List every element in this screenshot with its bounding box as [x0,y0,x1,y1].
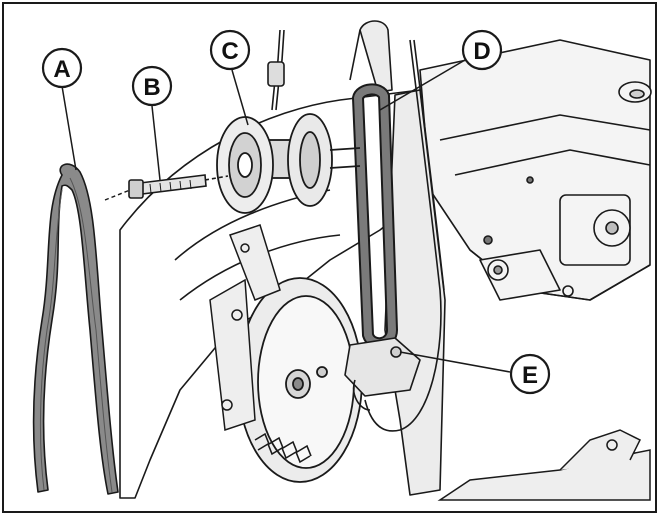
drive-belt-a [32,163,119,495]
callout-d: D [461,29,503,71]
svg-text:C: C [221,38,238,65]
leader-dash [104,189,131,201]
base-plate [437,429,651,501]
leader-c [231,69,249,126]
callout-e: E [509,353,551,395]
leader-d [379,59,466,111]
svg-text:E: E [522,362,538,389]
idler-pulley-c [216,113,361,214]
drive-pulley [237,277,363,483]
leader-e [399,351,511,373]
leader-lines [61,59,511,373]
callout-b: B [131,65,173,107]
mount-bracket [209,224,281,432]
control-cable [267,29,445,432]
callout-c: C [209,29,251,71]
svg-text:B: B [143,74,160,101]
leader-a [61,85,77,171]
tension-spring [254,432,312,464]
svg-text:D: D [473,38,490,65]
svg-text:A: A [53,56,70,83]
engine-housing [419,39,652,301]
leader-b [151,105,161,181]
bolt-b [128,174,229,199]
callout-a: A [41,47,83,89]
